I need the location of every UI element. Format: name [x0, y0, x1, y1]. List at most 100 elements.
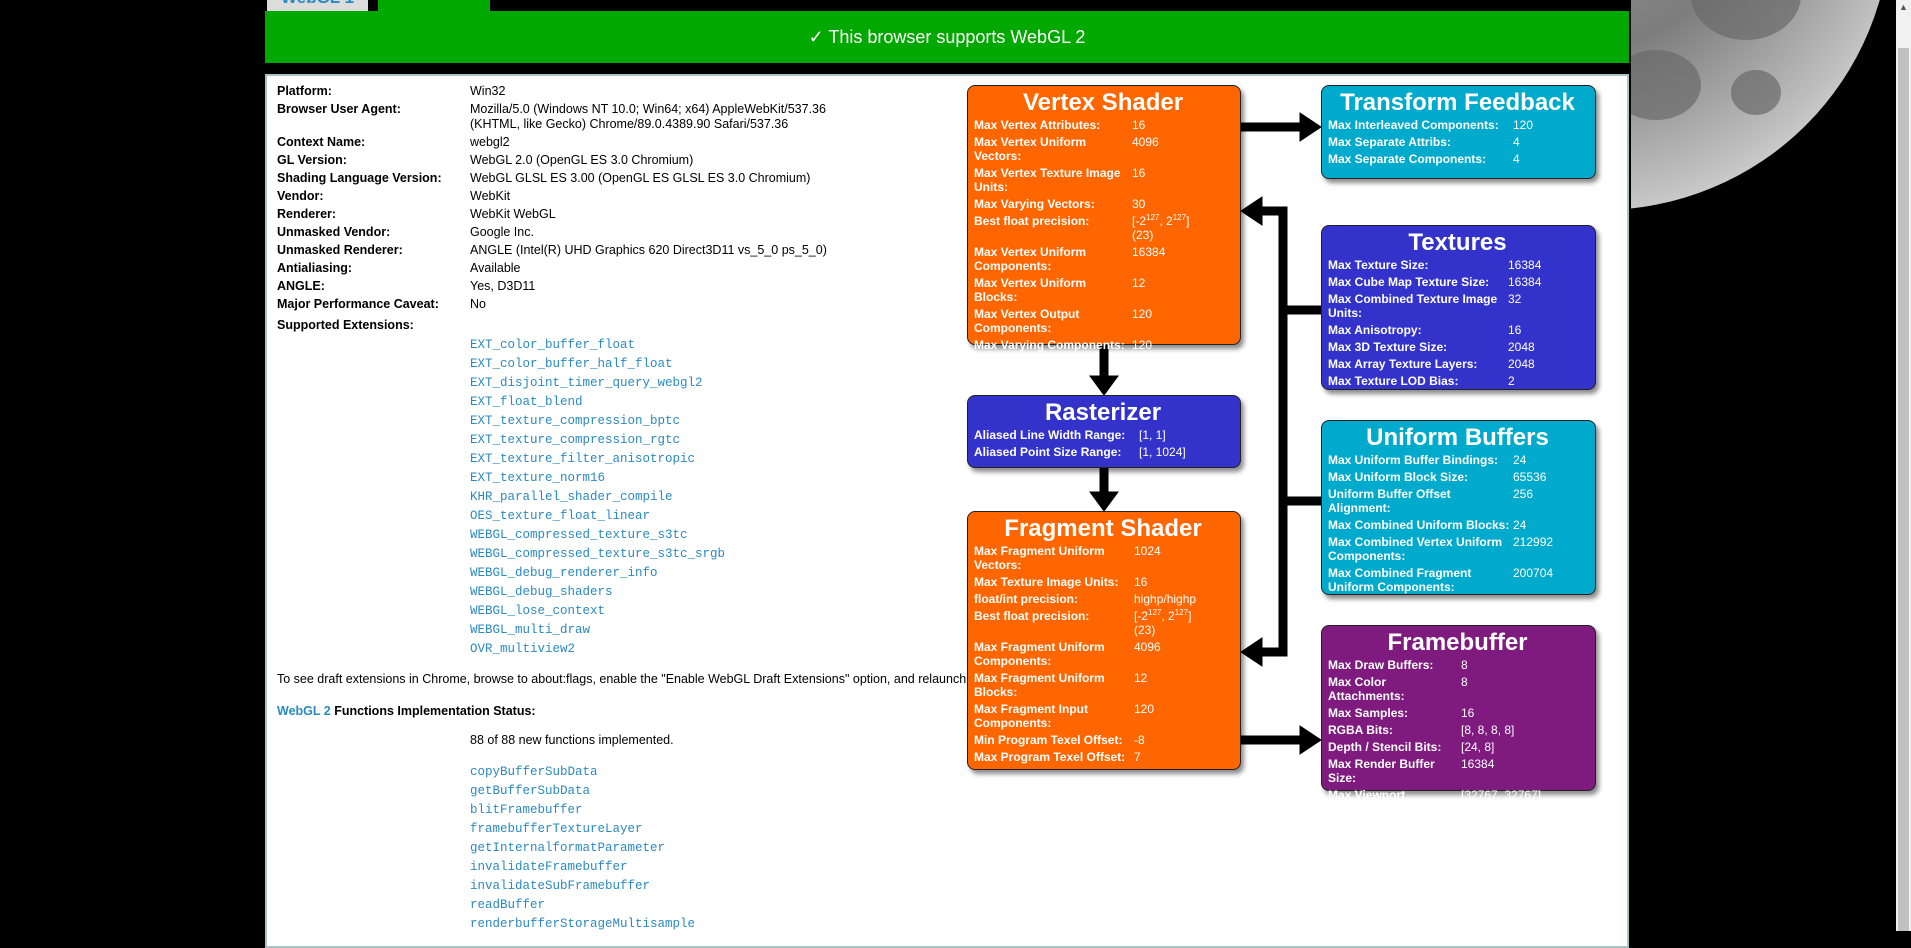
info-value: Yes, D3D11 — [470, 279, 536, 293]
stat-value: 16384 — [1508, 275, 1542, 289]
stat-label: Max Fragment Uniform Vectors: — [974, 544, 1105, 572]
extension-link[interactable]: EXT_float_blend — [470, 395, 583, 409]
extension-link[interactable]: EXT_texture_compression_bptc — [470, 414, 681, 428]
info-row: GL Version:WebGL 2.0 (OpenGL ES 3.0 Chro… — [277, 153, 870, 171]
extension-link[interactable]: WEBGL_compressed_texture_s3tc_srgb — [470, 547, 726, 561]
webgl2-link[interactable]: WebGL 2 — [277, 704, 331, 718]
extension-link[interactable]: WEBGL_debug_renderer_info — [470, 566, 658, 580]
info-label: Major Performance Caveat: — [277, 297, 439, 311]
scrollbar-thumb[interactable] — [1898, 48, 1909, 931]
info-label: ANGLE: — [277, 279, 325, 293]
extension-link[interactable]: WEBGL_multi_draw — [470, 623, 591, 637]
stat-value: 4 — [1513, 135, 1520, 149]
stat-value: 24 — [1513, 518, 1527, 532]
stat-row: Max Combined Texture Image Units:32 — [1328, 292, 1541, 323]
stat-label: Max Vertex Uniform Vectors: — [974, 135, 1087, 163]
functions-list: copyBufferSubData getBufferSubData blitFra… — [470, 763, 695, 934]
stat-label: Max Texture LOD Bias: — [1328, 374, 1459, 388]
stat-label: Aliased Line Width Range: — [974, 428, 1126, 442]
info-row: Unmasked Renderer:ANGLE (Intel(R) UHD Gr… — [277, 243, 870, 261]
stat-label: Max Separate Attribs: — [1328, 135, 1451, 149]
stat-row: Max Combined Fragment Uniform Components… — [1328, 566, 1553, 597]
extension-link[interactable]: EXT_texture_compression_rgtc — [470, 433, 681, 447]
function-link[interactable]: renderbufferStorageMultisample — [470, 917, 696, 931]
info-row: Antialiasing:Available — [277, 261, 870, 279]
extension-link[interactable]: EXT_color_buffer_half_float — [470, 357, 673, 371]
extension-link[interactable]: WEBGL_lose_context — [470, 604, 606, 618]
stat-row: Best float precision:[-2127, 2127](23) — [974, 214, 1189, 245]
precision-exp: 127 — [1146, 213, 1160, 222]
info-value: ANGLE (Intel(R) UHD Graphics 620 Direct3… — [470, 243, 827, 257]
stat-label: Max Color Attachments: — [1328, 675, 1405, 703]
stat-label: Max Render Buffer Size: — [1328, 757, 1435, 785]
fragment-title: Fragment Shader — [1004, 515, 1202, 542]
transform-title: Transform Feedback — [1340, 89, 1575, 116]
extension-link[interactable]: EXT_disjoint_timer_query_webgl2 — [470, 376, 703, 390]
stat-row: Max Separate Attribs: 4 — [1328, 135, 1533, 152]
moon-image — [1631, 0, 1896, 931]
info-label: Shading Language Version: — [277, 171, 442, 185]
stat-row: Uniform Buffer Offset Alignment:256 — [1328, 487, 1553, 518]
extension-link[interactable]: EXT_texture_norm16 — [470, 471, 606, 485]
stat-value: 16 — [1508, 323, 1522, 337]
extension-link[interactable]: EXT_color_buffer_float — [470, 338, 636, 352]
info-value: webgl2 — [470, 135, 510, 149]
stat-label: Max Draw Buffers: — [1328, 658, 1434, 672]
stat-value: highp/highp — [1134, 592, 1197, 606]
stat-value: -8 — [1134, 733, 1145, 747]
extension-link[interactable]: WEBGL_compressed_texture_s3tc — [470, 528, 688, 542]
stat-row: Max Combined Uniform Blocks:24 — [1328, 518, 1553, 535]
stat-value: 256 — [1513, 487, 1534, 501]
stat-label: Max Varying Components: — [974, 338, 1125, 352]
stat-label: Max Vertex Attributes: — [974, 118, 1101, 132]
info-label: Platform: — [277, 84, 332, 98]
tab-webgl1[interactable]: WebGL 1 — [267, 0, 368, 11]
stat-row: Max Fragment Input Components:120 — [974, 702, 1196, 733]
stat-value: 16384 — [1461, 757, 1495, 771]
tab-webgl2[interactable] — [378, 0, 490, 11]
stat-label: Max Anisotropy: — [1328, 323, 1422, 337]
stat-value: 24 — [1513, 453, 1527, 467]
function-link[interactable]: getInternalformatParameter — [470, 841, 666, 855]
draft-note: To see draft extensions in Chrome, brows… — [277, 672, 970, 686]
function-link[interactable]: invalidateSubFramebuffer — [470, 879, 651, 893]
stat-value: 32 — [1508, 292, 1522, 306]
stat-label: Max Combined Vertex Uniform Components: — [1328, 535, 1503, 563]
stat-value: 16 — [1132, 118, 1146, 132]
function-link[interactable]: copyBufferSubData — [470, 765, 598, 779]
scroll-up-arrow-icon[interactable]: ▲ — [1899, 2, 1908, 12]
extension-link[interactable]: OES_texture_float_linear — [470, 509, 651, 523]
stat-value: [-2127, 2127](23) — [1132, 214, 1189, 245]
stat-label: Max Fragment Uniform Components: — [974, 640, 1105, 668]
function-link[interactable]: getBufferSubData — [470, 784, 591, 798]
function-link[interactable]: blitFramebuffer — [470, 803, 583, 817]
stat-label: Max Combined Uniform Blocks: — [1328, 518, 1510, 532]
stat-row: RGBA Bits:[8, 8, 8, 8] — [1328, 723, 1541, 740]
precision-bits: (23) — [1134, 623, 1156, 637]
function-link[interactable]: framebufferTextureLayer — [470, 822, 643, 836]
stat-value: 120 — [1513, 118, 1534, 132]
stat-value: 12 — [1134, 671, 1148, 685]
stat-row: Best float precision:[-2127, 2127](23) — [974, 609, 1196, 640]
extension-link[interactable]: KHR_parallel_shader_compile — [470, 490, 673, 504]
function-link[interactable]: invalidateFramebuffer — [470, 860, 628, 874]
scrollbar[interactable]: ▲ — [1896, 0, 1911, 931]
info-row: Unmasked Vendor:Google Inc. — [277, 225, 870, 243]
extension-link[interactable]: OVR_multiview2 — [470, 642, 576, 656]
stat-row: Max Fragment Uniform Vectors:1024 — [974, 544, 1196, 575]
stat-row: Max 3D Texture Size:2048 — [1328, 340, 1541, 357]
stat-value: 200704 — [1513, 566, 1554, 580]
stat-value: [1, 1024] — [1139, 445, 1186, 459]
stat-value: 4096 — [1132, 135, 1159, 149]
extension-link[interactable]: WEBGL_debug_shaders — [470, 585, 613, 599]
stat-value: 120 — [1132, 307, 1153, 321]
extension-link[interactable]: EXT_texture_filter_anisotropic — [470, 452, 696, 466]
function-link[interactable]: readBuffer — [470, 898, 546, 912]
